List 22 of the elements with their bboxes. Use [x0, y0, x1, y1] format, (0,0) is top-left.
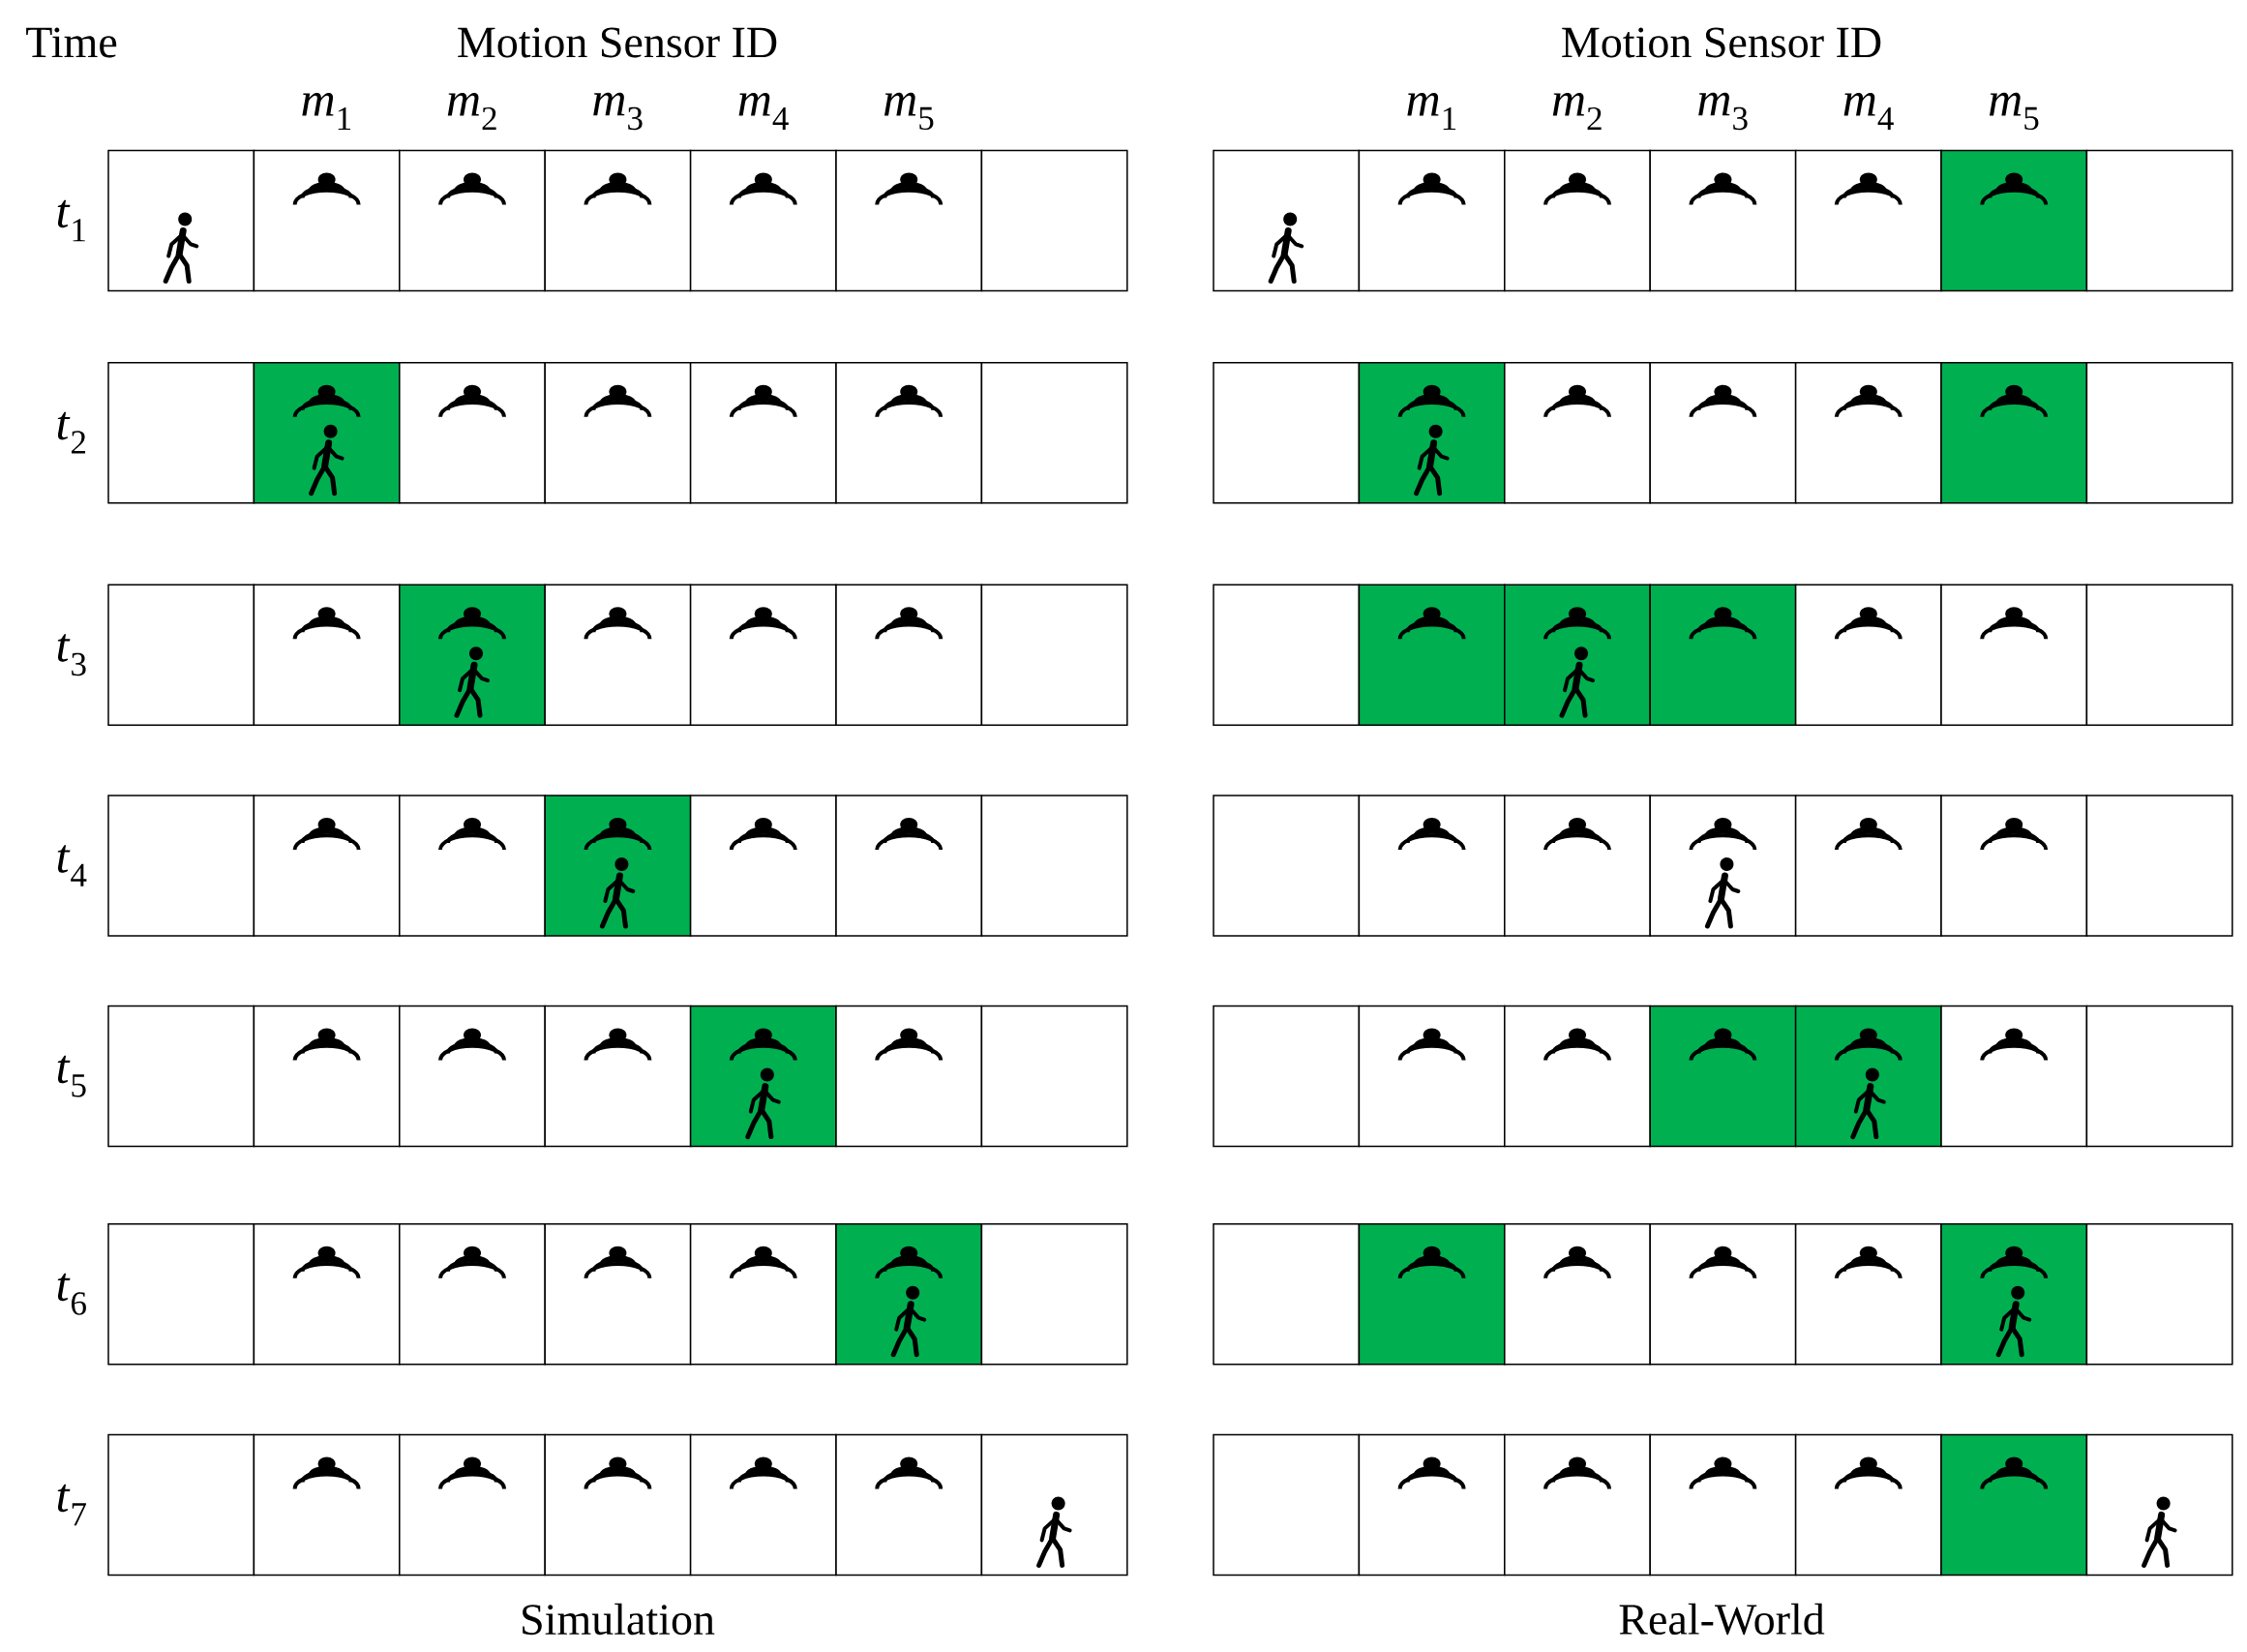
axis-title: Motion Sensor ID [1562, 27, 1881, 58]
column-label: m$_{2}$ [447, 92, 496, 131]
row-label: t$_{5}$ [57, 1055, 86, 1097]
column-label: m$_{5}$ [884, 92, 934, 131]
column-label: m$_{4}$ [738, 92, 789, 130]
row-label: t$_{4}$ [57, 845, 87, 886]
column-label: m$_{2}$ [1552, 92, 1602, 131]
time-label: Time [26, 27, 117, 58]
row-label: t$_{1}$ [57, 199, 85, 242]
column-label: m$_{3}$ [1698, 92, 1748, 131]
row-label: t$_{3}$ [57, 634, 86, 676]
axis-title: Motion Sensor ID [458, 27, 777, 58]
column-label: m$_{1}$ [1407, 92, 1456, 130]
panel-caption: Real-World [1619, 1603, 1825, 1636]
column-label: m$_{3}$ [593, 92, 643, 131]
column-label: m$_{5}$ [1989, 92, 2039, 131]
row-label: t$_{6}$ [57, 1273, 86, 1315]
panel-caption: Simulation [523, 1603, 715, 1636]
column-label: m$_{4}$ [1843, 92, 1894, 130]
row-label: t$_{7}$ [57, 1484, 86, 1526]
row-label: t$_{2}$ [57, 411, 86, 454]
column-label: m$_{1}$ [302, 92, 351, 130]
